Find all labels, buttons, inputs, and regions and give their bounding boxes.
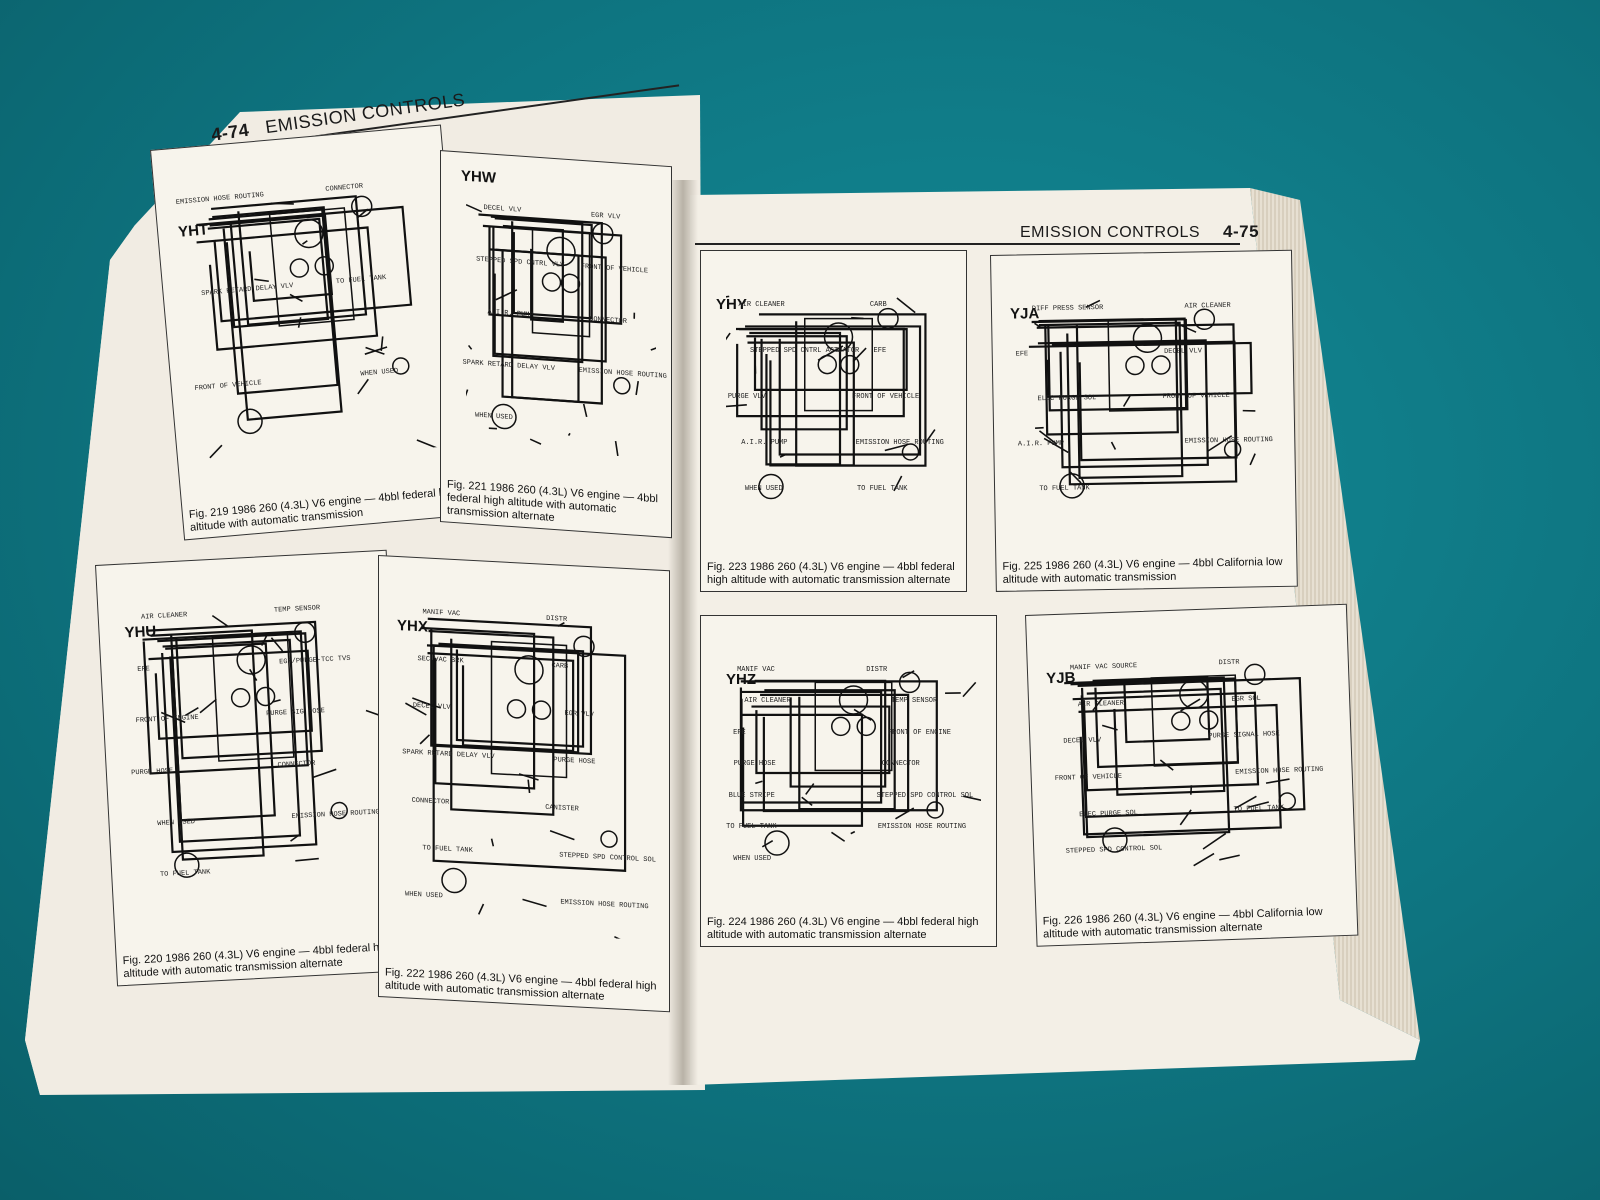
figure-yja: YJA Fig. 225 1986 260 (4.3L) V6 engine —… (990, 249, 1298, 592)
right-page-header: EMISSION CONTROLS 4-75 (1020, 222, 1259, 242)
right-page-number: 4-75 (1223, 222, 1260, 241)
diagram-label: A.I.R. PUMP (741, 439, 788, 447)
diagram-label: CARB (869, 301, 887, 309)
diagram-label: CARB (551, 662, 569, 672)
diagram-label: CONNECTOR (881, 760, 920, 769)
hose-routing-diagram (1028, 299, 1256, 499)
figure-code: YHZ (726, 671, 756, 688)
hose-routing-diagram (405, 617, 633, 941)
figure-yjb: YJB Fig. 226 1986 260 (4.3L) V6 engine —… (1025, 603, 1359, 947)
diagram-label: DISTR (866, 666, 888, 674)
book-gutter (668, 180, 698, 1085)
diagram-label: EFE (1015, 350, 1029, 359)
figure-code: YHY (716, 296, 747, 313)
hose-routing-diagram (726, 295, 936, 500)
hose-routing-diagram (196, 195, 440, 459)
diagram-label: AIR CLEANER (1077, 699, 1125, 709)
right-section-title: EMISSION CONTROLS (1020, 224, 1201, 241)
diagram-label: TEMP SENSOR (890, 697, 938, 706)
diagram-label: STEPPED SPD CONTROL SOL (876, 791, 974, 800)
diagram-label: FRONT OF VEHICLE (1162, 391, 1230, 402)
diagram-label: DIFF PRESS SENSOR (1031, 304, 1104, 314)
hose-routing-diagram (142, 614, 389, 878)
figure-yhz: YHZ Fig. 224 1986 260 (4.3L) V6 engine —… (700, 615, 997, 947)
diagram-label: EFE (733, 728, 746, 737)
diagram-label: FRONT OF ENGINE (887, 728, 951, 737)
diagram-label: A.I.R. PUMP (1017, 439, 1065, 449)
diagram-label: STEPPED SPD CNTRL ACTUATOR (750, 347, 860, 355)
figure-caption: Fig. 223 1986 260 (4.3L) V6 engine — 4bb… (707, 561, 955, 586)
diagram-label: AIR CLEANER (744, 697, 791, 706)
figure-yhw: YHW Fig. 221 1986 260 (4.3L) V6 engine —… (440, 150, 672, 539)
diagram-label: EMISSION HOSE ROUTING (1184, 436, 1273, 446)
figure-yht: YHT Fig. 219 1986 260 (4.3L) V6 engine —… (150, 124, 476, 541)
diagram-label: DECEL VLV (1164, 347, 1202, 356)
diagram-label: DECEL VLV (1063, 736, 1102, 747)
figure-yhx: YHX Fig. 222 1986 260 (4.3L) V6 engine —… (378, 555, 670, 1013)
hose-routing-diagram (1064, 663, 1306, 867)
right-header-rule (695, 243, 1240, 245)
diagram-label: BLUE STRIPE (728, 791, 775, 800)
diagram-label: WHEN USED (744, 485, 783, 493)
hose-routing-diagram (739, 670, 981, 856)
diagram-label: MANIF VAC (737, 666, 775, 674)
diagram-label: DISTR (546, 614, 568, 624)
hose-routing-diagram (466, 203, 656, 457)
figure-code: YHW (461, 167, 496, 187)
diagram-label: TO FUEL TANK (856, 485, 908, 493)
diagram-label: DISTR (1218, 658, 1240, 668)
diagram-label: FRONT OF VEHICLE (852, 393, 920, 401)
diagram-label: EFE (873, 347, 887, 355)
diagram-label: PURGE VLV (727, 393, 766, 401)
figure-yhy: YHY Fig. 223 1986 260 (4.3L) V6 engine —… (700, 250, 967, 592)
diagram-label: EMISSION HOSE ROUTING (877, 823, 967, 832)
figure-caption: Fig. 221 1986 260 (4.3L) V6 engine — 4bb… (447, 478, 658, 525)
figure-caption: Fig. 224 1986 260 (4.3L) V6 engine — 4bb… (707, 916, 979, 941)
diagram-label: EFE (137, 664, 151, 674)
figure-caption: Fig. 225 1986 260 (4.3L) V6 engine — 4bb… (1002, 555, 1283, 586)
diagram-label: AIR CLEANER (1184, 301, 1231, 311)
diagram-label: EGR VLV (564, 710, 594, 720)
diagram-label: TO FUEL TANK (1039, 484, 1090, 494)
diagram-label: EGR SOL (1231, 694, 1261, 704)
diagram-label: WHEN USED (733, 854, 772, 863)
figure-yhu: YHU Fig. 220 1986 260 (4.3L) V6 engine —… (95, 549, 409, 987)
diagram-label: PURGE HOSE (733, 760, 776, 769)
diagram-label: CANISTER (545, 803, 579, 814)
figure-caption: Fig. 226 1986 260 (4.3L) V6 engine — 4bb… (1042, 905, 1323, 941)
diagram-label: TO FUEL TANK (726, 823, 777, 832)
diagram-label: AIR CLEANER (738, 301, 785, 309)
diagram-label: EMISSION HOSE ROUTING (855, 439, 944, 447)
diagram-label: ELEC PURGE SOL (1037, 394, 1097, 404)
